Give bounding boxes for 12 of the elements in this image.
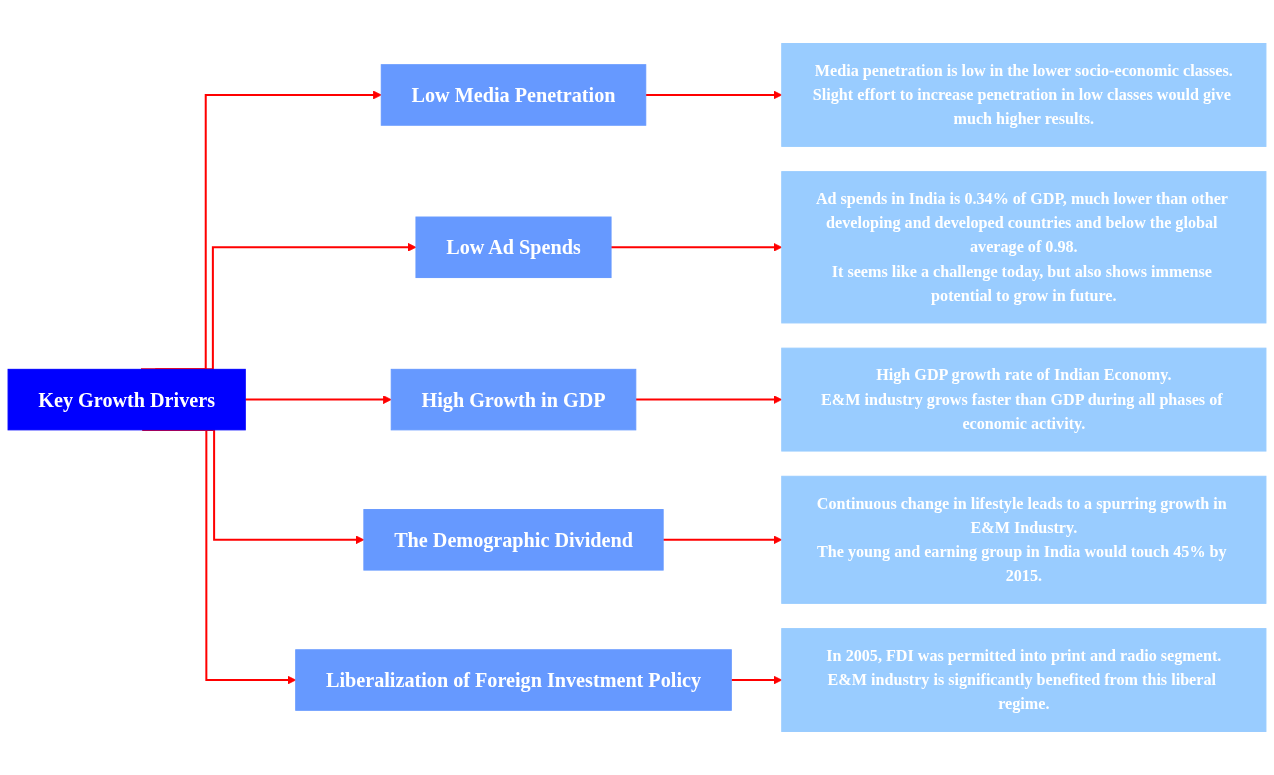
node-box: Ad spends in India is 0.34% of GDP, much lower than other developing and developed countries and below the global average of 0.98. It seems like a challenge today, but also shows immense potential to grow in future. xyxy=(781,171,1267,324)
node-box: Liberalization of Foreign Investment Policy xyxy=(295,649,732,711)
node-box: High GDP growth rate of Indian Economy. E&M industry grows faster than GDP during all phases of economic activity. xyxy=(781,347,1267,452)
node-box: Low Ad Spends xyxy=(415,216,612,279)
arrow xyxy=(245,395,392,405)
node-box: Key Growth Drivers xyxy=(7,368,246,431)
node-box: Media penetration is low in the lower socio-economic classes. Slight effort to increase penetration in low classes would give much higher results. xyxy=(781,43,1267,147)
node-box: High Growth in GDP xyxy=(390,368,637,431)
node-box: The Demographic Dividend xyxy=(363,509,664,571)
node-box: Low Media Penetration xyxy=(380,64,647,126)
node-box: Continuous change in lifestyle leads to a spurring growth in E&M Industry. The young and earning group in India would touch 45% by 2015. xyxy=(781,475,1267,604)
node-box: In 2005, FDI was permitted into print and radio segment. E&M industry is significantly benefited from this liberal regime. xyxy=(781,628,1267,732)
